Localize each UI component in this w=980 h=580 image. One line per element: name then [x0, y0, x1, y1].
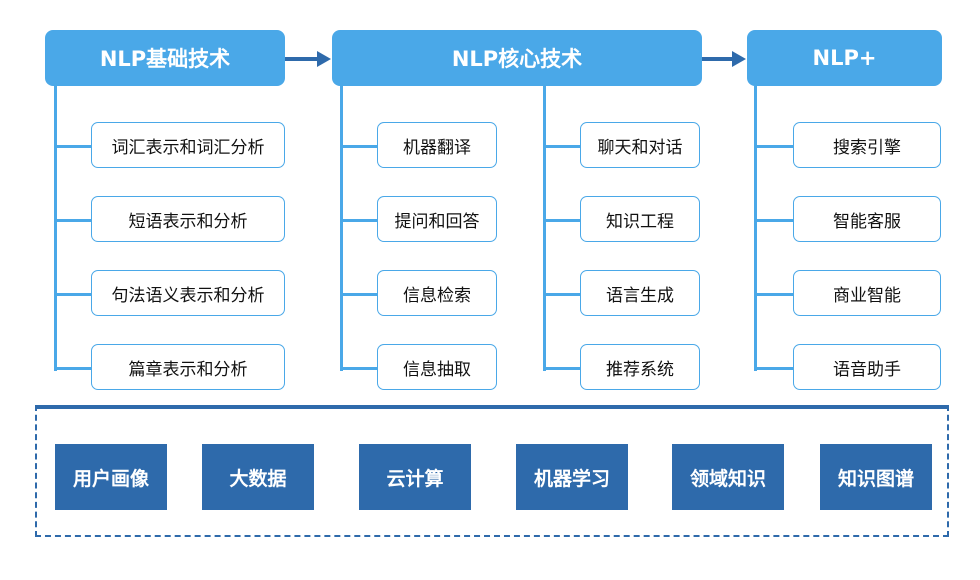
foundation-container [35, 405, 949, 537]
core-item: 提问和回答 [377, 196, 497, 242]
foundation-item: 知识图谱 [820, 444, 932, 510]
foundation-item: 领域知识 [672, 444, 784, 510]
header-basic-tech: NLP基础技术 [45, 30, 285, 86]
foundation-item: 用户画像 [55, 444, 167, 510]
arrow-right-icon [285, 51, 331, 67]
core-item: 推荐系统 [580, 344, 700, 390]
branch [54, 219, 92, 222]
branch [340, 145, 378, 148]
branch [754, 145, 794, 148]
branch [543, 219, 581, 222]
branch [543, 367, 581, 370]
branch [340, 367, 378, 370]
foundation-item: 机器学习 [516, 444, 628, 510]
branch [543, 293, 581, 296]
plus-item: 智能客服 [793, 196, 941, 242]
branch [754, 293, 794, 296]
plus-item: 语音助手 [793, 344, 941, 390]
basic-item: 句法语义表示和分析 [91, 270, 285, 316]
core-item: 语言生成 [580, 270, 700, 316]
basic-item: 词汇表示和词汇分析 [91, 122, 285, 168]
branch [754, 367, 794, 370]
connector-basic [54, 86, 57, 371]
plus-item: 商业智能 [793, 270, 941, 316]
core-item: 信息检索 [377, 270, 497, 316]
branch [54, 293, 92, 296]
basic-item: 篇章表示和分析 [91, 344, 285, 390]
branch [54, 145, 92, 148]
branch [54, 367, 92, 370]
branch [543, 145, 581, 148]
foundation-item: 云计算 [359, 444, 471, 510]
branch [754, 219, 794, 222]
connector-core-left [340, 86, 343, 371]
connector-core-right [543, 86, 546, 371]
basic-item: 短语表示和分析 [91, 196, 285, 242]
header-core-tech: NLP核心技术 [332, 30, 702, 86]
core-item: 信息抽取 [377, 344, 497, 390]
core-item: 机器翻译 [377, 122, 497, 168]
branch [340, 219, 378, 222]
plus-item: 搜索引擎 [793, 122, 941, 168]
core-item: 知识工程 [580, 196, 700, 242]
branch [340, 293, 378, 296]
arrow-right-icon [702, 51, 746, 67]
header-nlp-plus: NLP+ [747, 30, 942, 86]
core-item: 聊天和对话 [580, 122, 700, 168]
connector-plus [754, 86, 757, 371]
foundation-item: 大数据 [202, 444, 314, 510]
